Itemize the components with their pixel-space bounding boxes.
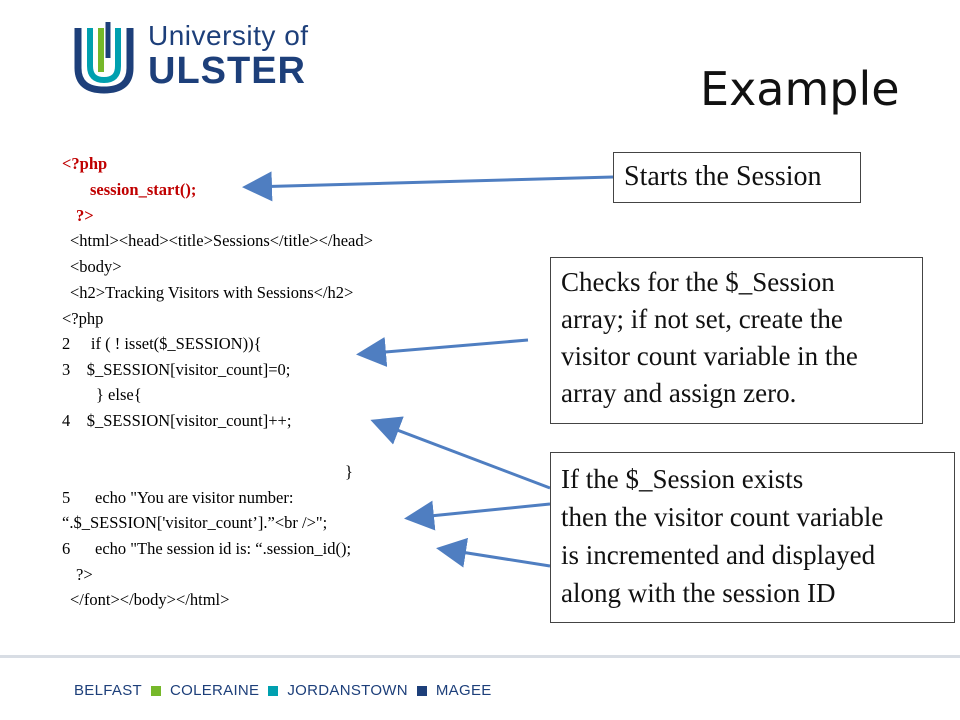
- code-line: <body>: [70, 257, 122, 276]
- footer-campus: BELFAST: [74, 682, 142, 699]
- callout-line: along with the session ID: [561, 578, 836, 608]
- code-line: <html><head><title>Sessions</title></hea…: [70, 231, 373, 250]
- square-icon: [416, 685, 427, 696]
- square-icon: [150, 685, 161, 696]
- code-line: }: [345, 462, 353, 481]
- callout-line: If the $_Session exists: [561, 464, 804, 494]
- code-line: 5 echo "You are visitor number:: [62, 488, 294, 507]
- callout-line: Checks for the $_Session: [561, 267, 835, 297]
- code-line: 3 $_SESSION[visitor_count]=0;: [62, 360, 291, 379]
- callout-line: array and assign zero.: [561, 378, 797, 408]
- code-line: } else{: [96, 385, 142, 404]
- callout-checks-session: Checks for the $_Session array; if not s…: [550, 257, 923, 424]
- university-logo-icon: [74, 22, 134, 94]
- slide-title: Example: [700, 62, 900, 116]
- callout-line: array; if not set, create the: [561, 304, 843, 334]
- callout-session-exists: If the $_Session exists then the visitor…: [550, 452, 955, 623]
- callout-line: then the visitor count variable: [561, 502, 884, 532]
- footer-campus: COLERAINE: [169, 682, 260, 699]
- code-line: 2 if ( ! isset($_SESSION)){: [62, 334, 262, 353]
- footer-campuses: BELFAST COLERAINE JORDANSTOWN MAGEE: [74, 682, 492, 699]
- code-line: </font></body></html>: [70, 590, 230, 609]
- code-line: 4 $_SESSION[visitor_count]++;: [62, 411, 292, 430]
- footer-campus: JORDANSTOWN: [287, 682, 408, 699]
- code-line: 6 echo "The session id is: “.session_id(…: [62, 539, 352, 558]
- code-line: “.$_SESSION['visitor_count’].”<br />";: [62, 513, 328, 532]
- arrow-echo-session-id: [436, 537, 551, 568]
- arrow-increment: [370, 416, 551, 490]
- logo-wordmark: University of ULSTER: [148, 20, 309, 90]
- arrow-echo-visitor: [404, 500, 551, 531]
- logo-line-2: ULSTER: [148, 50, 306, 92]
- logo-line-1: University of: [148, 20, 309, 51]
- callout-line: is incremented and displayed: [561, 540, 876, 570]
- arrow-isset-check: [356, 337, 529, 367]
- code-line: session_start();: [90, 180, 197, 199]
- code-line: <?php: [62, 154, 108, 173]
- arrow-session-start: [242, 171, 614, 202]
- footer-divider: [0, 655, 960, 658]
- code-line: <h2>Tracking Visitors with Sessions</h2>: [70, 283, 354, 302]
- footer-campus: MAGEE: [435, 682, 492, 699]
- callout-line: visitor count variable in the: [561, 341, 858, 371]
- square-icon: [268, 685, 279, 696]
- code-line: ?>: [76, 565, 93, 584]
- callout-starts-session: Starts the Session: [613, 152, 861, 203]
- code-line: ?>: [76, 206, 94, 225]
- code-line: <?php: [62, 309, 104, 328]
